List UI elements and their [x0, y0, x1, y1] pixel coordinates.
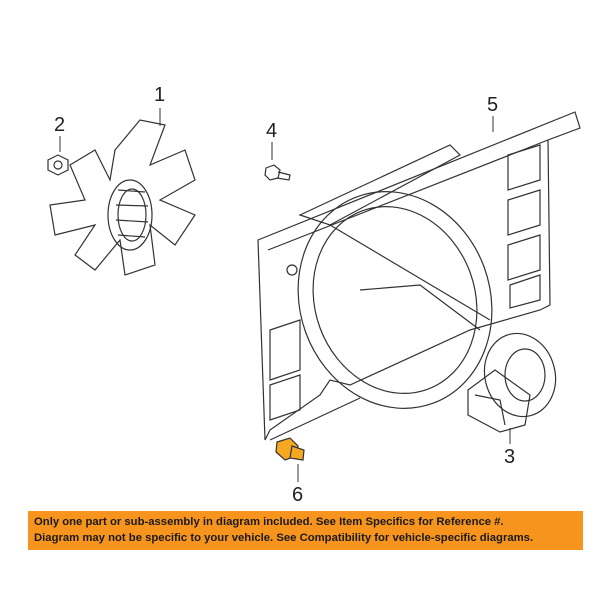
- leader-lines: [59, 108, 511, 482]
- fan-shroud-part-5: [257, 111, 581, 441]
- banner-line-1: Only one part or sub-assembly in diagram…: [34, 516, 504, 528]
- banner-line-2: Diagram may not be specific to your vehi…: [34, 532, 534, 544]
- callout-3: 3: [504, 446, 516, 468]
- fan-motor-part-3: [467, 332, 557, 433]
- nut-part-2: [47, 154, 69, 176]
- callout-1: 1: [154, 84, 166, 106]
- bolt-part-4: [264, 164, 291, 181]
- callout-6: 6: [292, 484, 304, 506]
- disclaimer-banner: Only one part or sub-assembly in diagram…: [28, 511, 583, 550]
- callout-5: 5: [487, 94, 499, 116]
- callout-2: 2: [54, 114, 66, 136]
- callout-4: 4: [266, 120, 278, 142]
- bolt-part-6-highlighted: [275, 437, 305, 461]
- fan-blade-part-1: [49, 119, 196, 276]
